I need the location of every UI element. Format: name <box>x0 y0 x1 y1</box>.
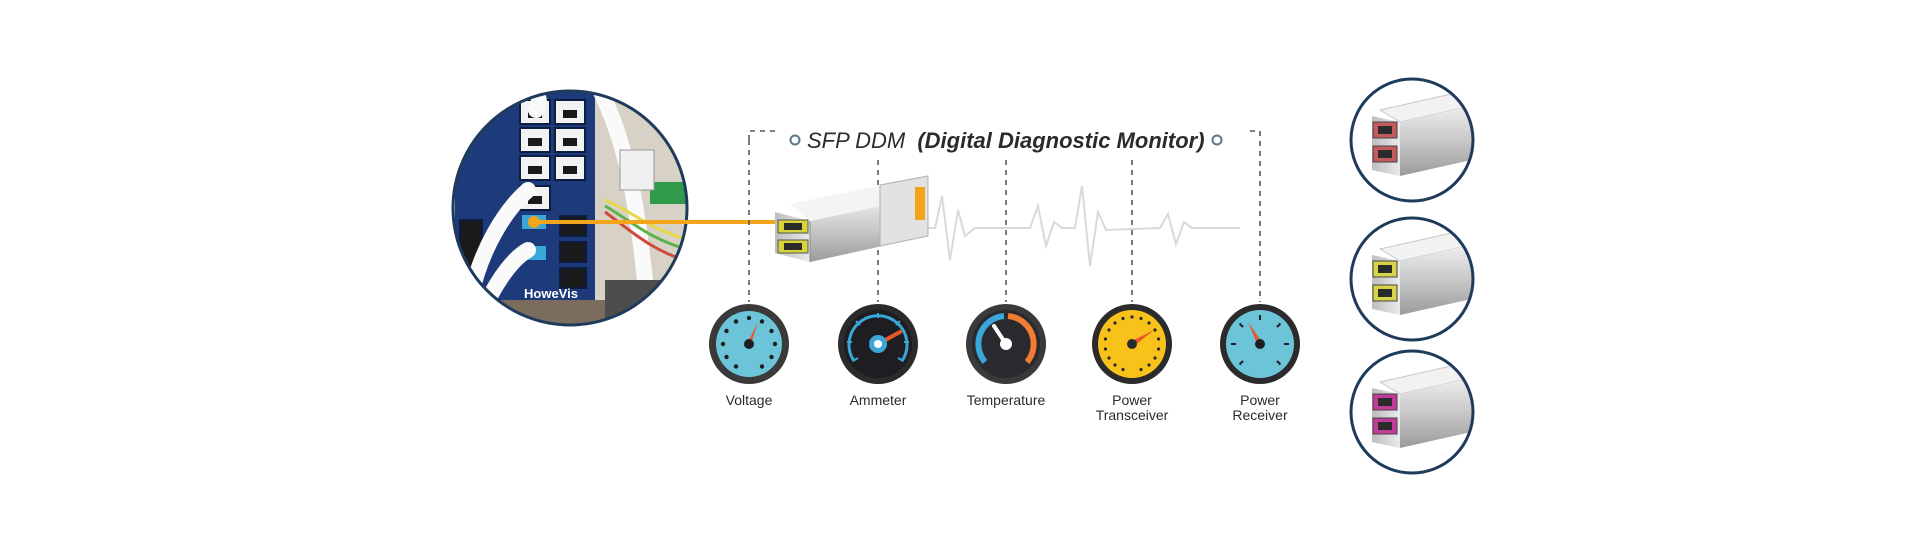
sfp-module-red <box>1349 77 1475 203</box>
gauge-voltage <box>709 304 789 384</box>
diagram-title: SFP DDM (Digital Diagnostic Monitor) <box>748 120 1260 153</box>
gauge-label-power-transceiver-line1: Power <box>1112 392 1152 408</box>
sfp-module-yellow <box>1349 216 1475 342</box>
title-left-bullet-icon <box>789 134 801 146</box>
waveform-line <box>920 185 1240 267</box>
svg-text:SFP DDM (Digital Diagnos: SFP DDM (Digital Diagnostic Monitor) <box>807 128 1205 153</box>
switch-brand-label: HoweVis <box>524 286 578 301</box>
switch-photo: HoweVis <box>451 89 689 327</box>
gauge-label-power-transceiver-line2: Transceiver <box>1096 407 1169 423</box>
sfp-module-center <box>775 175 929 262</box>
title-prefix: SFP DDM <box>807 128 906 153</box>
gauge-label-ammeter: Ammeter <box>850 392 907 408</box>
gauge-power-receiver <box>1220 304 1300 384</box>
gauge-label-voltage: Voltage <box>726 392 773 408</box>
gauge-label-power-receiver-line1: Power <box>1240 392 1280 408</box>
gauge-power-transceiver <box>1092 304 1172 384</box>
gauge-ammeter <box>838 304 918 384</box>
gauge-temperature <box>966 304 1046 384</box>
title-emphasis: (Digital Diagnostic Monitor) <box>917 128 1204 153</box>
title-right-bullet-icon <box>1211 134 1223 146</box>
gauge-label-temperature: Temperature <box>967 392 1046 408</box>
gauge-label-power-receiver-line2: Receiver <box>1232 407 1288 423</box>
sfp-module-magenta <box>1349 349 1475 475</box>
